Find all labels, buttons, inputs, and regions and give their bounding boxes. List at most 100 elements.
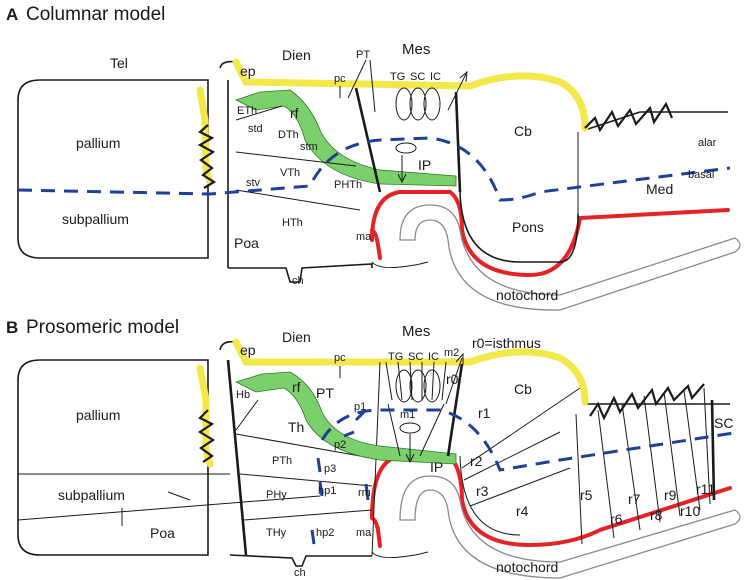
label-ip-b: IP	[430, 459, 443, 475]
ic-ellipse	[423, 87, 441, 121]
arrow-a-up	[447, 73, 467, 111]
dorsal-roof-plate-b	[232, 338, 589, 406]
rhomb-choroid-zigzag	[589, 383, 705, 421]
arrow-b-up	[445, 357, 463, 405]
tg-ellipse	[395, 87, 413, 121]
arrow-b-down-head	[405, 453, 415, 464]
label-mes-a: Mes	[402, 41, 430, 58]
label-p1: p1	[354, 401, 366, 413]
rm-tick	[364, 483, 370, 501]
sc-ellipse-b	[409, 369, 427, 403]
label-hp2: hp2	[316, 527, 334, 539]
label-dien-b: Dien	[282, 329, 311, 345]
label-pons: Pons	[512, 219, 544, 235]
subpallium-tick	[167, 491, 191, 501]
mes-col-2	[397, 361, 403, 401]
cb-pons-outline	[459, 191, 579, 263]
m1-line-1	[387, 403, 401, 457]
floor-plate-b-ma	[370, 516, 382, 548]
label-r1: r1	[478, 405, 491, 421]
alar-basal-boundary-b	[320, 408, 741, 472]
p2-tick	[343, 430, 355, 438]
std-line	[235, 105, 283, 121]
phy-thy-line	[243, 509, 373, 521]
label-pt-a: PT	[356, 49, 370, 61]
label-basal: basal	[688, 169, 714, 181]
label-p2: p2	[334, 439, 346, 451]
label-r8: r8	[650, 507, 663, 523]
panel-a-title: Columnar model	[26, 4, 165, 25]
label-pth: PTh	[272, 455, 292, 467]
med-choroid-zigzag	[584, 101, 674, 133]
panel-a: A Columnar model	[6, 4, 741, 311]
tel-choroid-zigzag	[197, 124, 217, 189]
label-isthmus: r0=isthmus	[472, 335, 541, 351]
label-alar: alar	[698, 137, 717, 149]
hp1-tick	[318, 481, 324, 497]
stm-line	[235, 151, 357, 167]
panel-b-title: Prosomeric model	[26, 317, 179, 338]
p1-tick	[354, 410, 366, 422]
r10-r11-line	[703, 387, 711, 505]
label-cb-b: Cb	[514, 381, 532, 397]
label-ma-b: ma	[356, 527, 372, 539]
r4-r5-line	[575, 413, 583, 545]
label-rf-b: rf	[292, 379, 301, 395]
label-hth: HTh	[282, 217, 303, 229]
label-r11: r11	[696, 481, 715, 497]
th-pth-line	[235, 433, 361, 457]
label-r9: r9	[664, 487, 677, 503]
label-r3: r3	[476, 483, 489, 499]
r6-r7-line	[621, 403, 641, 531]
sc-ellipse	[409, 87, 427, 121]
arrow-a-up-head	[459, 70, 468, 83]
label-ma-a: ma	[356, 231, 372, 243]
r9-r10-line	[683, 389, 701, 511]
tg-ellipse-b	[395, 369, 413, 403]
dien-left-boundary	[226, 359, 248, 556]
pt-line-1	[347, 59, 367, 99]
notochord-b	[399, 475, 741, 579]
r2-r3-line	[463, 431, 561, 481]
m1-line-2	[419, 403, 445, 457]
r1-r2-line	[461, 387, 581, 469]
label-dth: DTh	[278, 129, 299, 141]
tel-choroid-zigzag-b	[197, 409, 216, 463]
label-m2: m2	[444, 347, 459, 359]
label-ic-a: IC	[430, 71, 441, 83]
panel-b-letter: B	[6, 318, 18, 337]
subpallium-poa-line	[17, 495, 321, 521]
tract-b	[234, 371, 457, 465]
notochord-a	[399, 204, 741, 311]
label-mes-b: Mes	[402, 323, 430, 340]
mes-col-3	[409, 361, 413, 401]
hb-line	[235, 399, 259, 431]
label-sc-b: SC	[408, 351, 423, 363]
floor-plate-a-ma	[370, 228, 382, 260]
telencephalon-outline	[17, 79, 209, 259]
neural-tube-ventral-outline	[228, 263, 373, 283]
r0-boundary	[446, 363, 464, 457]
label-sc-a: SC	[410, 71, 425, 83]
tel-roof-plate-b	[196, 364, 214, 468]
label-phth: PHTh	[334, 179, 362, 191]
r7-r8-line	[643, 395, 661, 523]
label-poa-a: Poa	[234, 235, 259, 251]
label-ic-b: IC	[428, 351, 439, 363]
panel-b: B Prosomeric model	[6, 317, 741, 579]
pons-outline-b	[459, 455, 521, 536]
floor-plate-a	[370, 190, 730, 278]
arrow-b-up-head	[455, 352, 464, 365]
label-r0: r0	[446, 371, 459, 387]
label-r6: r6	[610, 511, 623, 527]
neural-tube-ventral-outline-b	[229, 554, 372, 567]
label-stm: stm	[300, 141, 318, 153]
tel-roof-plate	[196, 86, 214, 186]
label-sc-spinal: SC	[714, 415, 733, 431]
ic-ellipse-b	[423, 369, 441, 403]
arrow-a-down-head	[397, 173, 407, 184]
r5-r6-line	[597, 409, 615, 539]
label-hb: Hb	[236, 389, 250, 401]
r3-r4-line	[469, 467, 571, 507]
